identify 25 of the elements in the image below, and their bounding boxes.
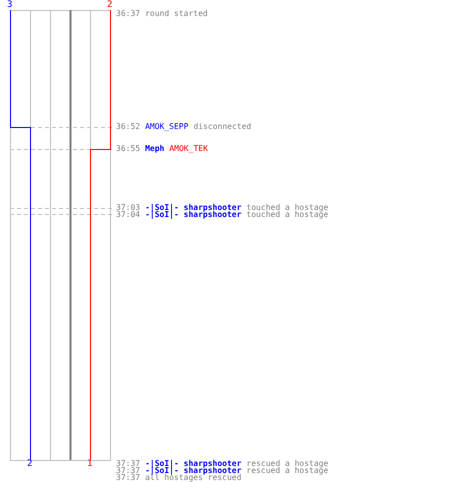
event-text: disconnected (193, 122, 252, 131)
player-name: AMOK_TEK (169, 144, 208, 153)
timestamp: 37:37 (116, 459, 140, 468)
timestamp: 37:03 (116, 203, 140, 212)
event-text: touched a hostage (246, 203, 328, 212)
player-name: Meph (145, 144, 164, 153)
event-text: round started (145, 9, 208, 18)
player-name: -|SoI|- sharpshooter (145, 210, 242, 219)
timestamp: 37:37 (116, 473, 140, 482)
event-text: rescued a hostage (246, 466, 328, 475)
timestamp: 36:52 (116, 122, 140, 131)
event-text: touched a hostage (246, 210, 328, 219)
player-count: 2 (107, 1, 112, 10)
player-name: -|SoI|- sharpshooter (145, 459, 242, 468)
player-name: -|SoI|- sharpshooter (145, 203, 242, 212)
timestamp: 36:37 (116, 9, 140, 18)
player-name: -|SoI|- sharpshooter (145, 466, 242, 475)
player-count: 2 (27, 460, 32, 469)
timestamp: 36:55 (116, 144, 140, 153)
timestamp: 37:37 (116, 466, 140, 475)
player-count: 3 (7, 1, 12, 10)
player-count: 1 (87, 460, 92, 469)
timestamp: 37:04 (116, 210, 140, 219)
event-text: rescued a hostage (246, 459, 328, 468)
player-name: AMOK_SEPP (145, 122, 188, 131)
